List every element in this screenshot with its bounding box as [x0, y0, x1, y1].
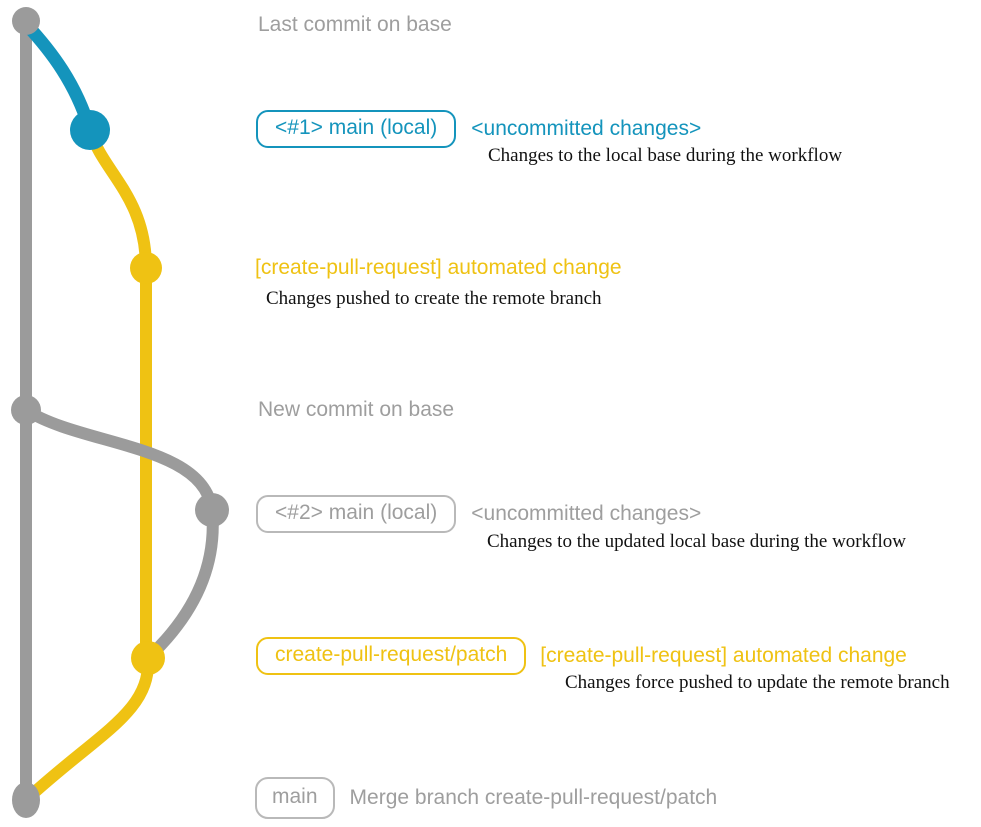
note-uncommitted-changes-1: <uncommitted changes> — [471, 117, 702, 141]
desc-force-pushed-update: Changes force pushed to update the remot… — [565, 672, 950, 693]
desc-pushed-to-create-remote: Changes pushed to create the remote bran… — [266, 288, 602, 309]
note-uncommitted-changes-2: <uncommitted changes> — [471, 502, 702, 526]
rebase-segment-in — [142, 504, 219, 664]
commit-node-local-main-1 — [70, 110, 110, 150]
branch-badge-main-local-2: <#2> main (local) — [256, 495, 457, 534]
commit-message-automated-change-2: [create-pull-request] automated change — [540, 644, 907, 668]
commit-message-automated-change-1: [create-pull-request] automated change — [255, 256, 622, 279]
commit-node-local-main-2 — [195, 493, 229, 527]
commit-node-merge — [12, 782, 40, 818]
label-last-commit-on-base: Last commit on base — [258, 13, 452, 36]
label-new-commit-on-base: New commit on base — [258, 398, 455, 421]
commit-node-base-tip — [12, 7, 40, 35]
rebase-segment-out — [20, 404, 218, 516]
branch-badge-main: main — [255, 777, 335, 820]
commit-node-remote-1 — [130, 252, 162, 284]
branch-badge-main-local-1: <#1> main (local) — [256, 110, 457, 149]
row-merge: main Merge branch create-pull-request/pa… — [255, 777, 718, 820]
remote-merge-segment — [21, 652, 155, 805]
remote-branch-segment — [84, 124, 152, 664]
row-local-main-2: <#2> main (local) <uncommitted changes> — [256, 495, 702, 534]
desc-local-base-changes-2: Changes to the updated local base during… — [487, 531, 906, 552]
commit-node-base-new — [11, 395, 41, 425]
commit-node-remote-2 — [131, 641, 165, 675]
branch-badge-create-pull-request-patch: create-pull-request/patch — [256, 637, 527, 676]
row-local-main-1: <#1> main (local) <uncommitted changes> — [256, 110, 702, 149]
row-remote-2: create-pull-request/patch [create-pull-r… — [256, 637, 907, 676]
commit-message-merge-branch: Merge branch create-pull-request/patch — [349, 786, 718, 810]
desc-local-base-changes-1: Changes to the local base during the wor… — [488, 145, 843, 166]
